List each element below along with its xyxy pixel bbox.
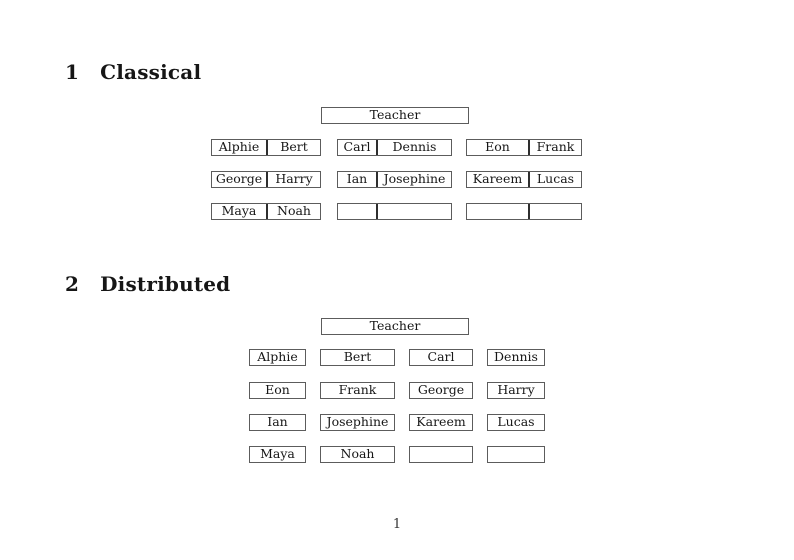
seat-cell: Lucas — [536, 171, 575, 187]
page-number: 1 — [392, 517, 402, 532]
seat-cell: Dennis — [392, 139, 437, 155]
teacher-box: Teacher — [321, 318, 469, 335]
desk: Carl Dennis — [337, 139, 452, 156]
desk: Eon Frank — [466, 139, 582, 156]
seat-cell: Ian — [338, 172, 378, 187]
seat-cell: Bert — [280, 139, 308, 155]
desk-box: Frank — [320, 382, 395, 399]
desk — [466, 203, 582, 220]
desk-box: Carl — [409, 349, 473, 366]
desk-box: Dennis — [487, 349, 545, 366]
seat-cell — [530, 204, 581, 219]
desk-box: George — [409, 382, 473, 399]
desk-box: Alphie — [249, 349, 306, 366]
desk: Maya Noah — [211, 203, 321, 220]
teacher-box: Teacher — [321, 107, 469, 124]
section-heading-classical: 1 Classical — [65, 61, 201, 83]
desk-box: Lucas — [487, 414, 545, 431]
desk-box: Noah — [320, 446, 395, 463]
desk: George Harry — [211, 171, 321, 188]
seat-cell: Harry — [275, 171, 313, 187]
seat-cell: George — [212, 172, 268, 187]
seat-cell: Josephine — [383, 171, 446, 187]
desk-box: Ian — [249, 414, 306, 431]
seat-cell: Maya — [212, 204, 268, 219]
seat-cell: Eon — [467, 140, 530, 155]
desk-box: Harry — [487, 382, 545, 399]
desk — [337, 203, 452, 220]
section-number: 1 — [65, 60, 80, 84]
desk: Alphie Bert — [211, 139, 321, 156]
seat-cell — [378, 204, 451, 219]
section-number: 2 — [65, 272, 80, 296]
desk-box: Josephine — [320, 414, 395, 431]
desk: Kareem Lucas — [466, 171, 582, 188]
desk-box — [409, 446, 473, 463]
desk-box: Bert — [320, 349, 395, 366]
section-title: Classical — [100, 60, 202, 84]
desk-box: Eon — [249, 382, 306, 399]
seat-cell: Carl — [338, 140, 378, 155]
desk-box: Kareem — [409, 414, 473, 431]
desk-box: Maya — [249, 446, 306, 463]
section-title: Distributed — [100, 272, 231, 296]
seat-cell — [467, 204, 530, 219]
seat-cell: Noah — [277, 203, 311, 219]
seat-cell: Kareem — [467, 172, 530, 187]
seat-cell — [338, 204, 378, 219]
section-heading-distributed: 2 Distributed — [65, 273, 230, 295]
seat-cell: Alphie — [212, 140, 268, 155]
seat-cell: Frank — [536, 139, 575, 155]
desk: Ian Josephine — [337, 171, 452, 188]
desk-box — [487, 446, 545, 463]
